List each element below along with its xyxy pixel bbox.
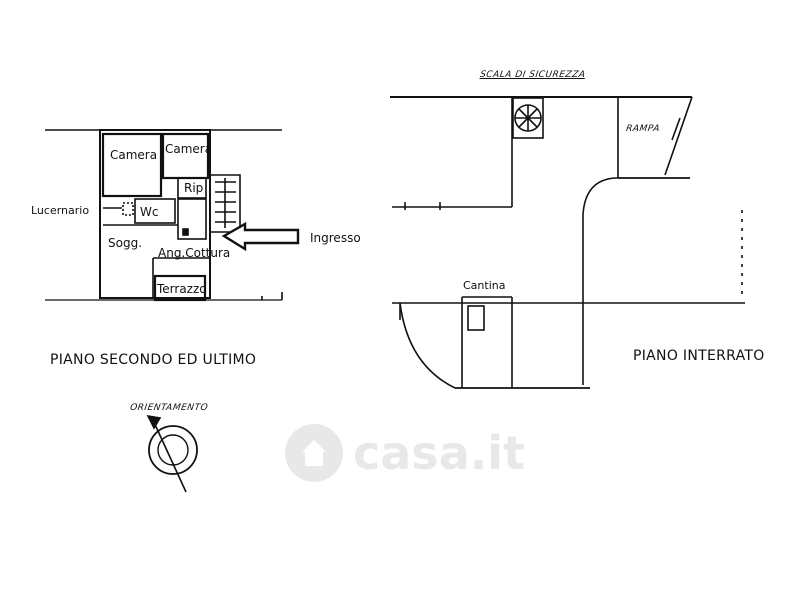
entrance-arrow-icon: [221, 221, 300, 252]
room-label-camera-2: Camera: [165, 142, 213, 156]
watermark-text: casa.it: [353, 426, 525, 480]
compass-icon: [146, 414, 198, 493]
label-scala-sicurezza: SCALA DI SICUREZZA: [479, 70, 587, 80]
label-rampa: RAMPA: [625, 124, 661, 134]
room-label-soggiorno: Sogg.: [108, 236, 143, 250]
house-logo-icon: [285, 424, 343, 482]
room-label-ingresso: Ingresso: [310, 231, 361, 245]
second-floor-plan: [45, 129, 283, 302]
floor-title-basement: PIANO INTERRATO: [633, 348, 765, 364]
room-label-camera-1: Camera: [110, 148, 158, 162]
room-label-wc: Wc: [140, 205, 159, 219]
label-orientamento: ORIENTAMENTO: [129, 403, 209, 413]
room-label-lucernario: Lucernario: [31, 204, 90, 217]
casa-it-watermark: casa.it: [285, 418, 545, 488]
room-label-cantina: Cantina: [463, 279, 506, 292]
room-label-ang-cottura: Ang.Cottura: [158, 246, 231, 260]
basement-plan: [390, 96, 745, 389]
floor-title-second: PIANO SECONDO ED ULTIMO: [50, 352, 257, 368]
room-label-terrazzo: Terrazzo: [157, 282, 207, 296]
room-label-rip: Rip: [184, 181, 204, 195]
